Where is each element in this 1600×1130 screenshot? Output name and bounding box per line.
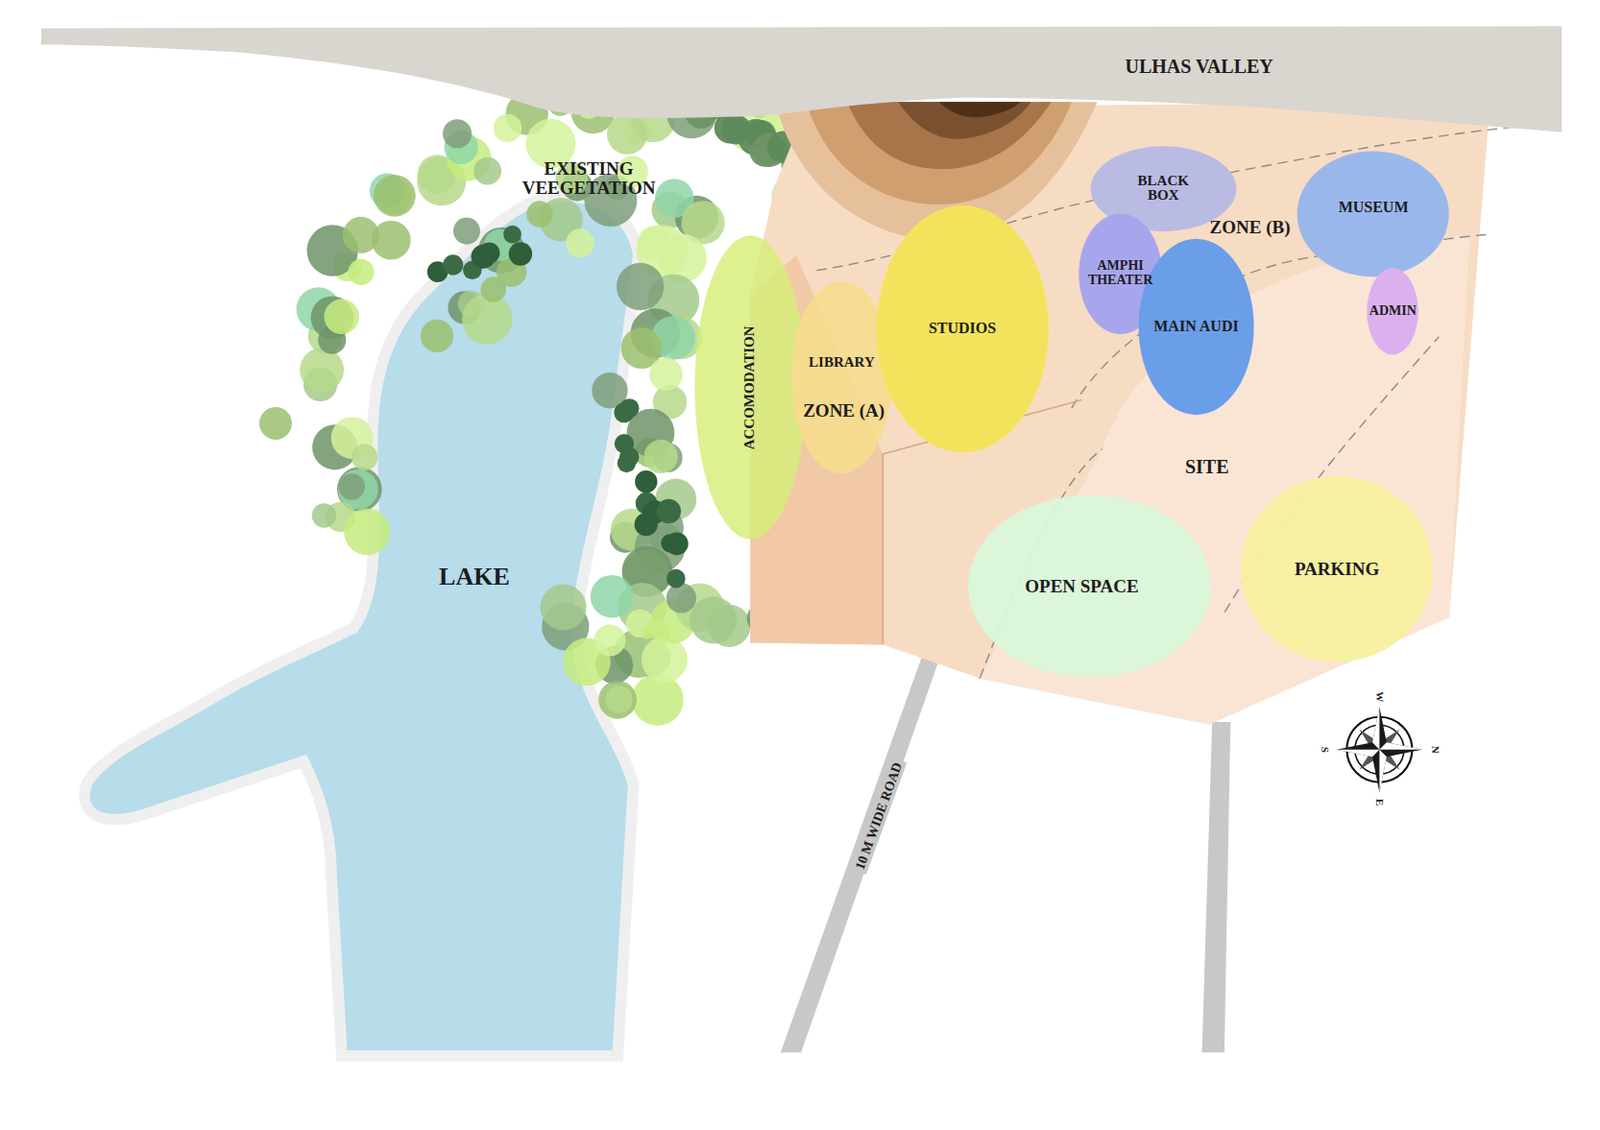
node-label: AMPHI THEATER (1083, 259, 1159, 288)
parking-bubble: PARKING (1239, 475, 1434, 664)
open-space-bubble: OPEN SPACE (967, 494, 1213, 679)
node-label: STUDIOS (928, 320, 996, 338)
main-audi-bubble: MAIN AUDI (1138, 238, 1255, 416)
studios-bubble: STUDIOS (875, 204, 1050, 454)
compass (1336, 706, 1423, 793)
vegetation-label: EXISTING VEEGETATION (507, 159, 671, 198)
node-label: BLACK BOX (1133, 173, 1193, 205)
road (1202, 722, 1232, 1053)
admin-bubble: ADMIN (1366, 267, 1419, 356)
compass-letter: S (1318, 747, 1331, 753)
compass-letter: W (1374, 691, 1386, 703)
node-label: MUSEUM (1338, 199, 1409, 217)
museum-bubble: MUSEUM (1296, 150, 1450, 278)
node-label: PARKING (1294, 559, 1380, 580)
zone-label: ZONE (A) (802, 401, 885, 421)
valley-band: ULHAS VALLEY (41, 22, 1562, 137)
compass-letter: E (1374, 799, 1386, 806)
node-label: OPEN SPACE (1024, 577, 1139, 597)
road-label: 10 M WIDE ROAD (852, 757, 907, 874)
node-label: SITE (1185, 457, 1230, 478)
accommodation-bubble: ACCOMODATION (694, 234, 807, 541)
node-label: ACCOMODATION (742, 325, 758, 450)
node-label: LIBRARY (808, 355, 875, 371)
node-label: LAKE (438, 563, 510, 590)
node-label: MAIN AUDI (1153, 318, 1238, 336)
compass-letter: N (1429, 746, 1441, 754)
node-label: ADMIN (1369, 304, 1417, 319)
zone-label: ZONE (B) (1210, 218, 1291, 238)
valley-band-outline (41, 22, 1562, 137)
road (780, 657, 941, 1053)
node-label: ULHAS VALLEY (1124, 56, 1273, 77)
